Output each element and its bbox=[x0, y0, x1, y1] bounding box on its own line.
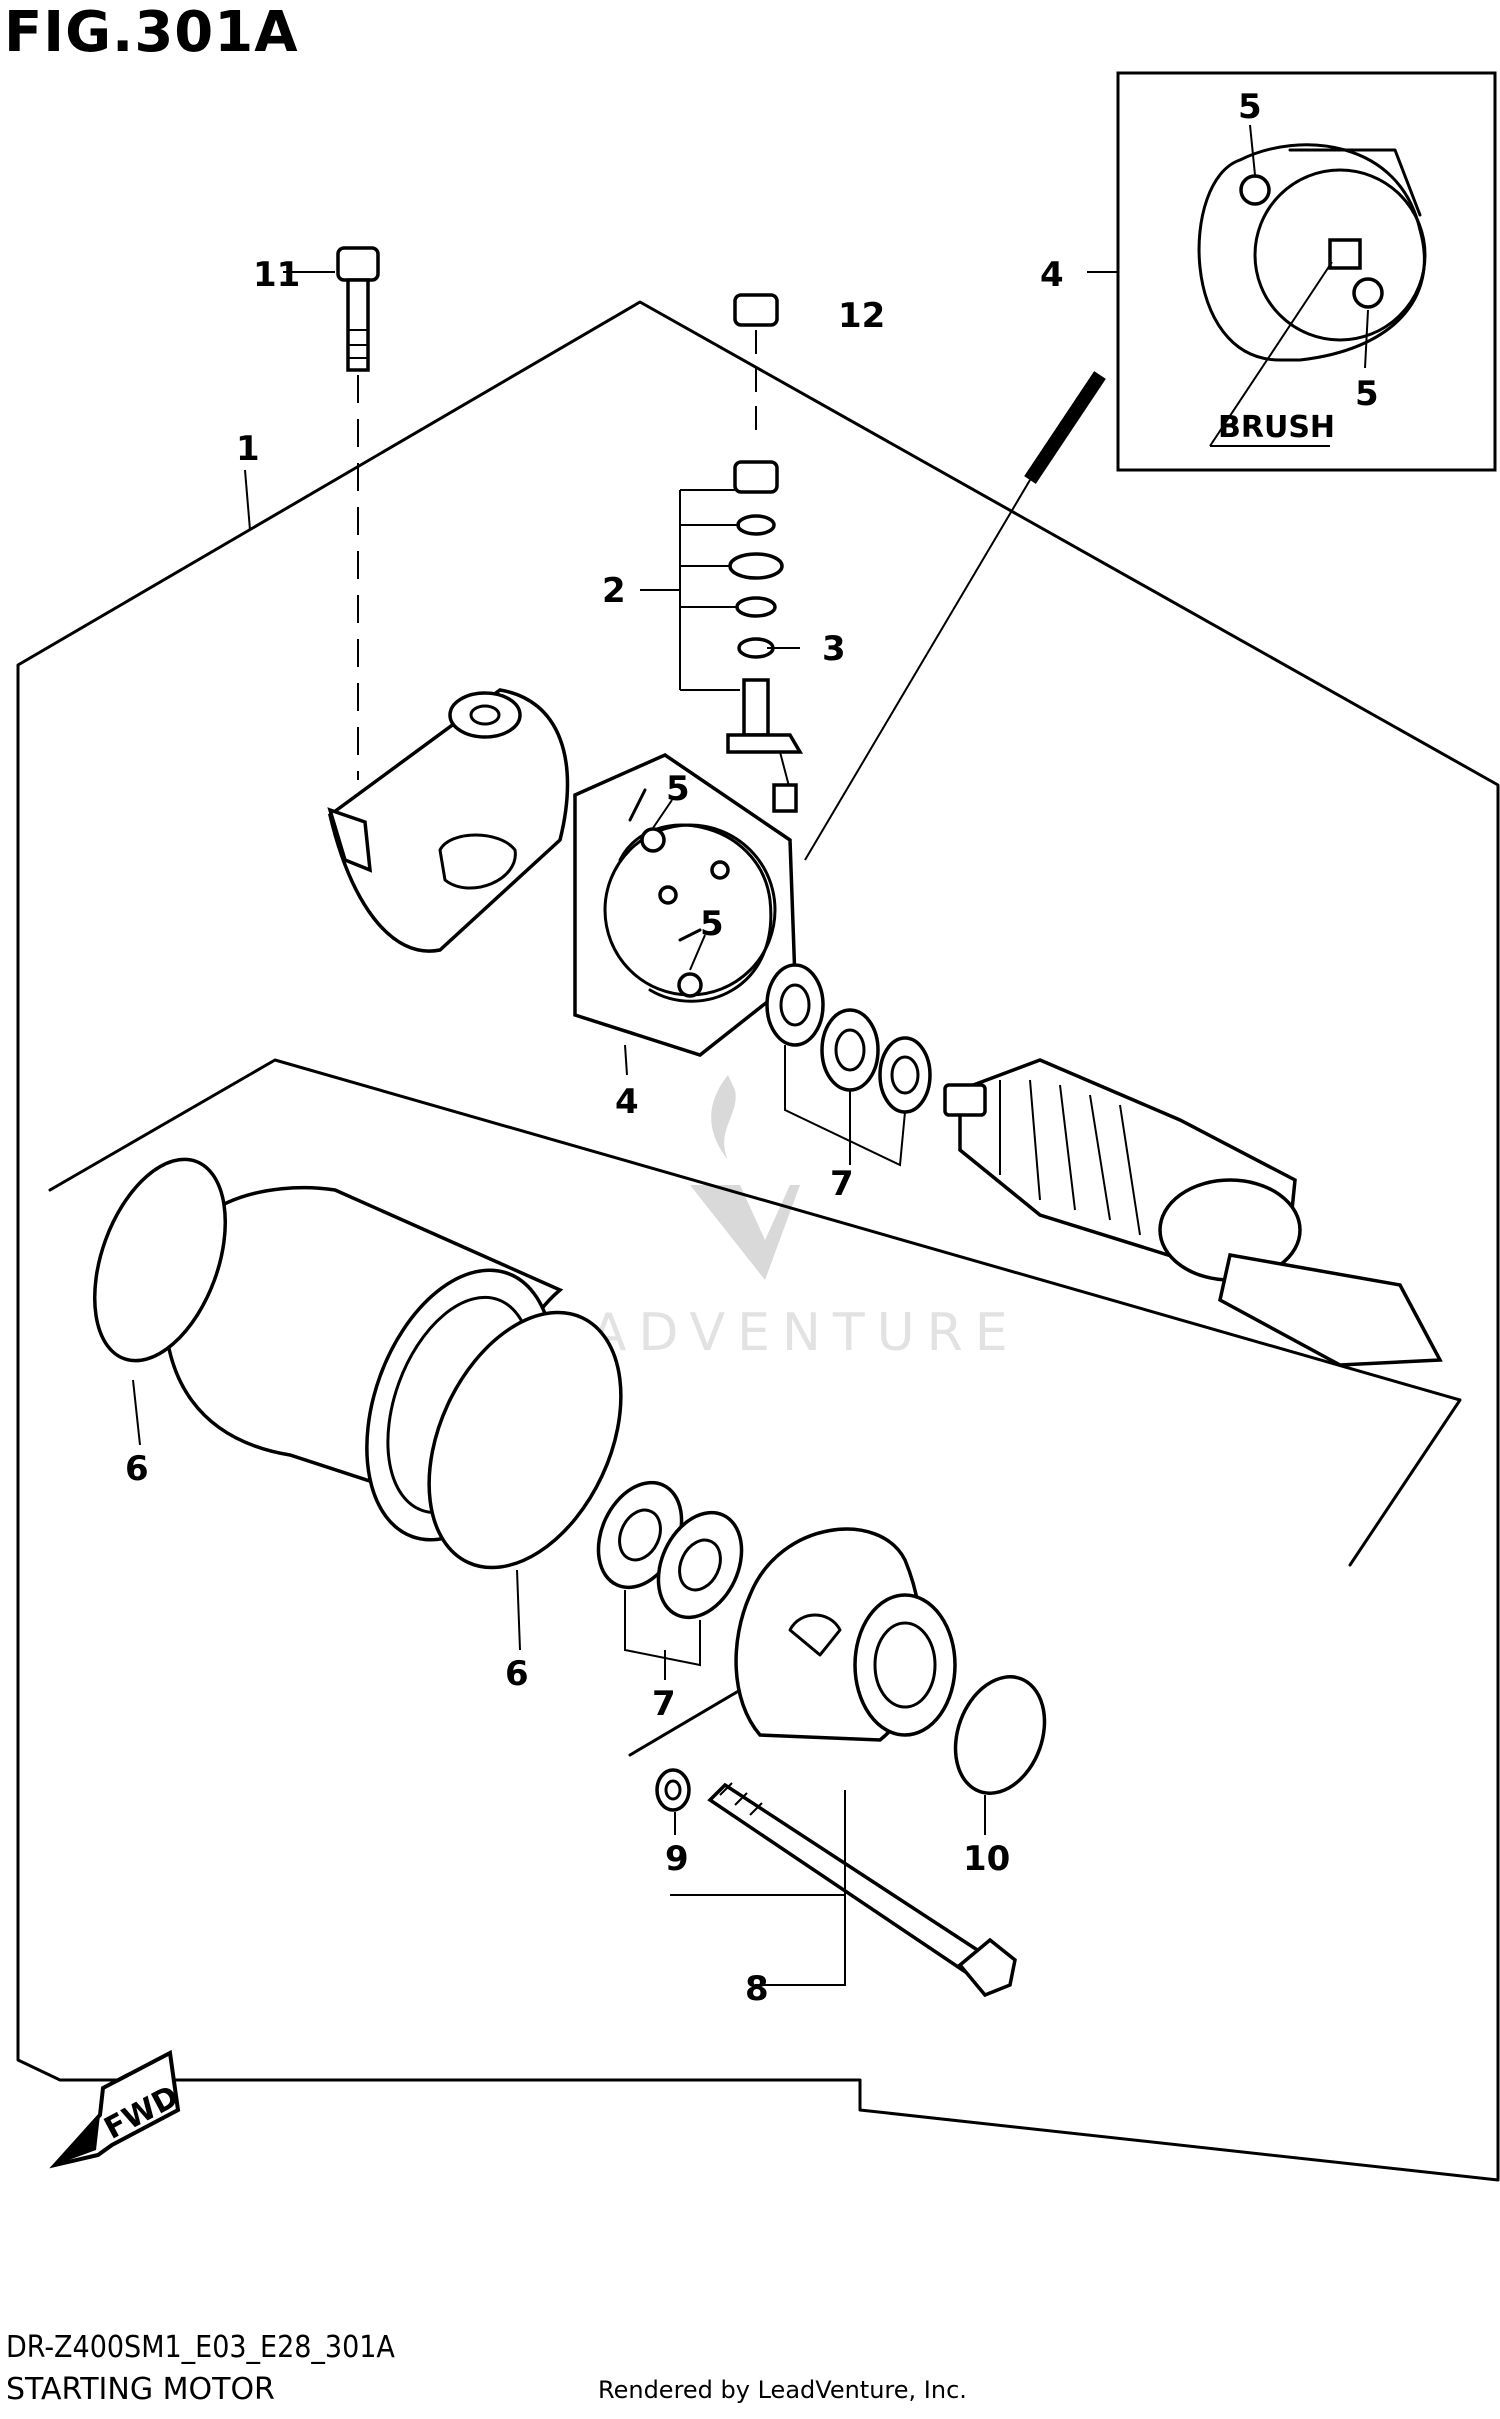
o-ring-left bbox=[92, 1157, 228, 1363]
callout-6-left: 6 bbox=[125, 1449, 149, 1489]
armature bbox=[943, 1058, 1443, 1367]
inset-brush-label: BRUSH bbox=[1218, 410, 1335, 445]
callout-4-inset: 4 bbox=[1040, 255, 1064, 295]
callout-2: 2 bbox=[602, 571, 626, 611]
callout-leaders bbox=[132, 124, 1369, 1986]
callout-9: 9 bbox=[665, 1839, 689, 1879]
assembly-outline-frame bbox=[16, 300, 1500, 2182]
callout-11: 11 bbox=[253, 255, 300, 295]
callout-10: 10 bbox=[963, 1839, 1010, 1879]
callout-1: 1 bbox=[236, 429, 260, 469]
o-ring-mid bbox=[427, 1310, 623, 1570]
callout-5-holder-mid: 5 bbox=[700, 904, 724, 944]
callout-6-mid: 6 bbox=[505, 1654, 529, 1694]
diagram-code: DR-Z400SM1_E03_E28_301A bbox=[6, 2330, 395, 2365]
long-bolt bbox=[707, 1782, 1017, 1998]
inset-brush-pointer bbox=[1209, 261, 1333, 447]
rear-housing bbox=[327, 688, 570, 953]
bolt-washer bbox=[655, 1768, 691, 1812]
callout-5-inset-top: 5 bbox=[1238, 87, 1262, 127]
inset-pointer-line-thin bbox=[804, 479, 1031, 861]
brush-holder-inset-box bbox=[1116, 71, 1497, 472]
callout-3: 3 bbox=[822, 629, 846, 669]
lower-section-line bbox=[48, 1058, 1462, 1567]
callout-5-holder-top: 5 bbox=[666, 769, 690, 809]
callout-numbers: 1 2 3 4 4 5 5 5 5 6 6 7 7 8 9 10 11 12 bbox=[125, 87, 1379, 2009]
through-bolt-top bbox=[336, 246, 380, 780]
thrust-washers-upper bbox=[765, 963, 932, 1114]
front-housing bbox=[734, 1527, 957, 1742]
callout-7-upper: 7 bbox=[830, 1164, 854, 1204]
render-credit: Rendered by LeadVenture, Inc. bbox=[598, 2376, 967, 2404]
figure-title: FIG.301A bbox=[4, 0, 299, 65]
callout-5-inset-bottom: 5 bbox=[1355, 374, 1379, 414]
thrust-washers-lower bbox=[596, 1480, 744, 1620]
diagram-description: STARTING MOTOR bbox=[6, 2372, 275, 2407]
inset-brush-plate bbox=[1197, 143, 1427, 362]
callout-4: 4 bbox=[615, 1082, 639, 1122]
terminal-nut-stack bbox=[726, 293, 804, 813]
fwd-arrow-icon: FWD bbox=[49, 2049, 184, 2169]
callout-8: 8 bbox=[745, 1969, 769, 2009]
callout-7-lower: 7 bbox=[652, 1684, 676, 1724]
inset-pointer-line bbox=[1024, 371, 1106, 484]
callout-12: 12 bbox=[838, 296, 885, 336]
o-ring-front bbox=[953, 1675, 1047, 1795]
